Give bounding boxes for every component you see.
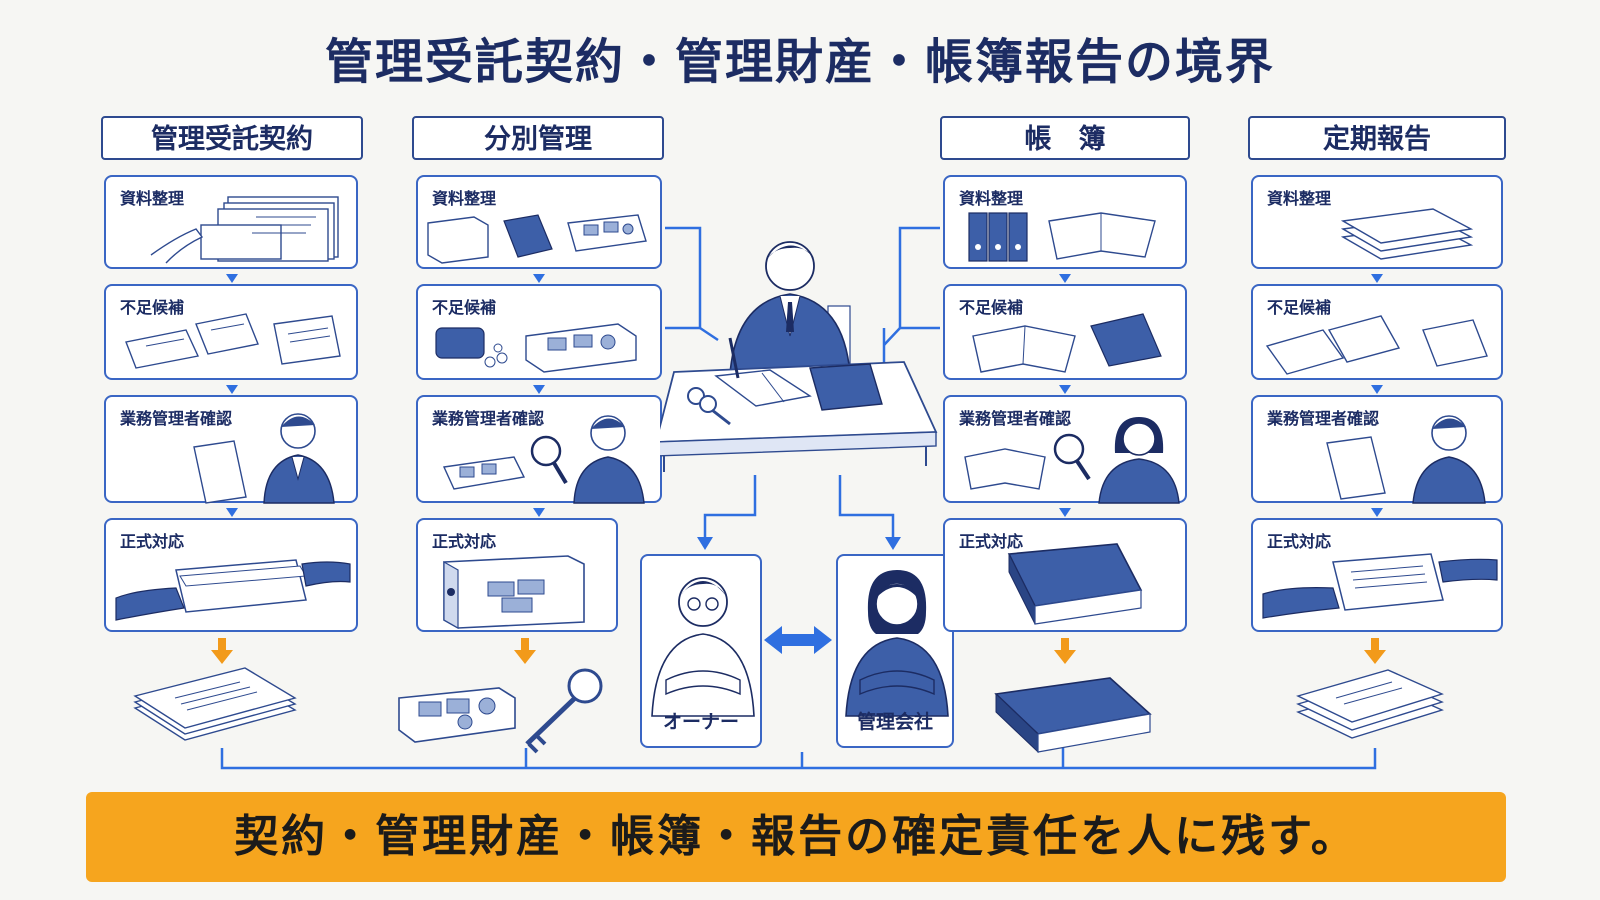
company-card: 管理会社: [836, 554, 954, 748]
handover-report-icon: [1262, 553, 1498, 619]
step-label: 資料整理: [120, 189, 185, 208]
flow-arrow: [533, 385, 545, 394]
step-card-contract-formal: 正式対応: [104, 518, 358, 632]
flow-arrow: [1371, 508, 1383, 517]
step-card-contract-organize: 資料整理: [104, 175, 358, 269]
result-arrow: [1054, 650, 1076, 664]
column-header-books: 帳 簿: [940, 116, 1190, 160]
owner-avatar: [651, 577, 755, 717]
result-arrow: [218, 638, 226, 650]
step-label: 業務管理者確認: [959, 409, 1072, 428]
step-card-report-check: 業務管理者確認: [1251, 395, 1503, 504]
cashbox-and-key-icon: [398, 668, 603, 754]
report-documents-icon: [1265, 315, 1488, 375]
bidirectional-arrow: [764, 626, 832, 654]
manager-at-desk-illustration: [660, 241, 938, 472]
step-card-segregation-check: 業務管理者確認: [416, 395, 662, 504]
column-header-contract: 管理受託契約: [101, 116, 363, 160]
flow-arrow: [226, 274, 238, 283]
flow-arrow: [1059, 508, 1071, 517]
closed-ledger-icon: [994, 677, 1152, 754]
step-card-report-organize: 資料整理: [1251, 175, 1503, 269]
flow-arrow: [226, 385, 238, 394]
step-card-segregation-shortfall: 不足候補: [416, 284, 662, 380]
result-arrow: [211, 650, 233, 664]
step-card-books-check: 業務管理者確認: [943, 395, 1187, 504]
flow-arrow: [1371, 385, 1383, 394]
step-card-segregation-formal: 正式対応: [416, 518, 618, 632]
company-label: 管理会社: [856, 711, 933, 733]
step-label: 業務管理者確認: [120, 409, 233, 428]
flow-arrow: [1371, 274, 1383, 283]
step-card-segregation-organize: 資料整理: [416, 175, 662, 269]
handover-documents-icon: [115, 559, 351, 621]
step-card-contract-check: 業務管理者確認: [104, 395, 358, 504]
owner-label: オーナー: [662, 711, 739, 733]
conclusion-banner: 契約・管理財産・帳簿・報告の確定責任を人に残す。: [86, 792, 1506, 882]
wallet-and-cashbox-icon: [435, 323, 637, 373]
step-label: 不足候補: [432, 298, 497, 317]
step-card-report-formal: 正式対応: [1251, 518, 1503, 632]
step-label: 資料整理: [1267, 189, 1332, 208]
page-title: 管理受託契約・管理財産・帳簿報告の境界: [324, 34, 1275, 90]
step-label: 正式対応: [1267, 532, 1332, 551]
safe-icon: [443, 555, 585, 630]
column-header-report: 定期報告: [1248, 116, 1506, 160]
owner-card: オーナー: [640, 554, 762, 748]
column-header-segregation: 分別管理: [412, 116, 664, 160]
step-card-books-formal: 正式対応: [943, 518, 1187, 632]
manager-reviewing-icon: [193, 413, 335, 504]
result-arrow: [521, 638, 529, 650]
step-label: 業務管理者確認: [432, 409, 545, 428]
step-label: 資料整理: [432, 189, 497, 208]
flow-arrow: [533, 274, 545, 283]
boxes-and-ledger-icon: [427, 214, 647, 264]
document-stack-icon: [150, 196, 339, 264]
step-card-books-organize: 資料整理: [943, 175, 1187, 269]
company-avatar: [845, 570, 949, 717]
step-label: 不足候補: [959, 298, 1024, 317]
result-arrow: [1061, 638, 1069, 650]
result-arrow: [1364, 650, 1386, 664]
manager-reading-icon: [1326, 415, 1486, 504]
step-label: 正式対応: [959, 532, 1024, 551]
documents-icon: [125, 313, 341, 369]
flow-arrow: [533, 508, 545, 517]
flow-arrow: [226, 508, 238, 517]
binders-and-open-book-icon: [968, 212, 1156, 262]
step-label: 不足候補: [1267, 298, 1332, 317]
step-label: 不足候補: [120, 298, 185, 317]
staff-magnifier-icon: [964, 417, 1180, 504]
result-arrow: [1371, 638, 1379, 650]
flow-arrow: [1059, 274, 1071, 283]
step-label: 正式対応: [120, 532, 185, 551]
manager-magnifier-icon: [442, 415, 645, 504]
contract-papers-icon: [133, 667, 297, 741]
step-label: 業務管理者確認: [1267, 409, 1380, 428]
ledger-book-icon: [1007, 543, 1143, 625]
step-card-books-shortfall: 不足候補: [943, 284, 1187, 380]
books-icon: [972, 313, 1162, 373]
step-card-report-shortfall: 不足候補: [1251, 284, 1503, 380]
flow-arrow: [1059, 385, 1071, 394]
report-papers-icon: [1296, 669, 1444, 739]
step-card-contract-shortfall: 不足候補: [104, 284, 358, 380]
result-arrow: [514, 650, 536, 664]
step-label: 資料整理: [959, 189, 1024, 208]
step-label: 正式対応: [432, 532, 497, 551]
paper-stack-icon: [1340, 208, 1474, 260]
